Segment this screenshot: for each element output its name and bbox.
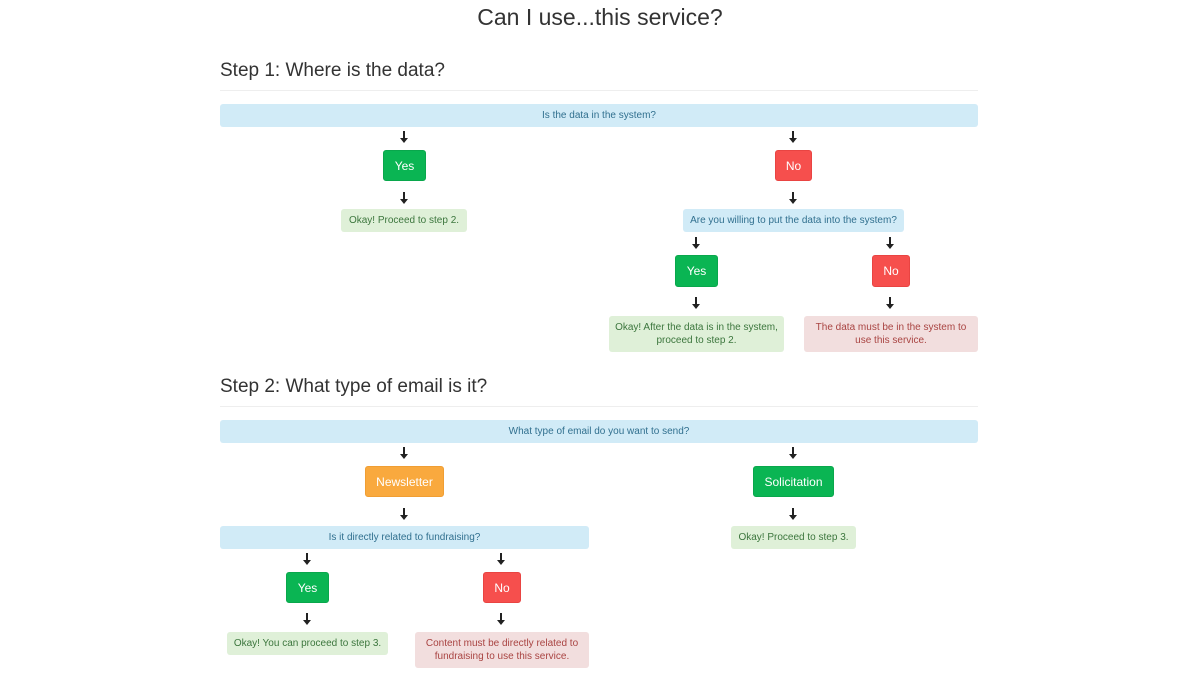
step2-solicitation-button[interactable]: Solicitation bbox=[753, 466, 834, 497]
step2-fundraising-no-button[interactable]: No bbox=[483, 572, 521, 603]
down-arrow-icon bbox=[788, 447, 798, 459]
step2-fundraising-no-result: Content must be directly related to fund… bbox=[415, 632, 589, 668]
step2-heading: Step 2: What type of email is it? bbox=[220, 376, 978, 407]
step2-fundraising-yes-result: Okay! You can proceed to step 3. bbox=[227, 632, 388, 655]
down-arrow-icon bbox=[788, 131, 798, 143]
step1-yes-button[interactable]: Yes bbox=[383, 150, 426, 181]
down-arrow-icon bbox=[399, 508, 409, 520]
down-arrow-icon bbox=[885, 297, 895, 309]
down-arrow-icon bbox=[399, 447, 409, 459]
step1-no-no-button[interactable]: No bbox=[872, 255, 910, 287]
down-arrow-icon bbox=[496, 613, 506, 625]
down-arrow-icon bbox=[302, 553, 312, 565]
step2-fundraising-yes-button[interactable]: Yes bbox=[286, 572, 329, 603]
step1-yes-result: Okay! Proceed to step 2. bbox=[341, 209, 467, 232]
step2-newsletter-button[interactable]: Newsletter bbox=[365, 466, 444, 497]
down-arrow-icon bbox=[788, 508, 798, 520]
step1-no-yes-result: Okay! After the data is in the system, p… bbox=[609, 316, 784, 352]
step1-question: Is the data in the system? bbox=[220, 104, 978, 127]
down-arrow-icon bbox=[788, 192, 798, 204]
step1-no-yes-button[interactable]: Yes bbox=[675, 255, 718, 287]
down-arrow-icon bbox=[496, 553, 506, 565]
down-arrow-icon bbox=[302, 613, 312, 625]
step2-newsletter-question: Is it directly related to fundraising? bbox=[220, 526, 589, 549]
step1-no-no-result: The data must be in the system to use th… bbox=[804, 316, 978, 352]
down-arrow-icon bbox=[691, 297, 701, 309]
down-arrow-icon bbox=[885, 237, 895, 249]
down-arrow-icon bbox=[399, 131, 409, 143]
step2-question: What type of email do you want to send? bbox=[220, 420, 978, 443]
step1-no-question: Are you willing to put the data into the… bbox=[683, 209, 904, 232]
step1-no-button[interactable]: No bbox=[775, 150, 812, 181]
down-arrow-icon bbox=[399, 192, 409, 204]
step2-solicitation-result: Okay! Proceed to step 3. bbox=[731, 526, 856, 549]
page-title: Can I use...this service? bbox=[477, 4, 723, 30]
step1-heading: Step 1: Where is the data? bbox=[220, 60, 978, 91]
down-arrow-icon bbox=[691, 237, 701, 249]
